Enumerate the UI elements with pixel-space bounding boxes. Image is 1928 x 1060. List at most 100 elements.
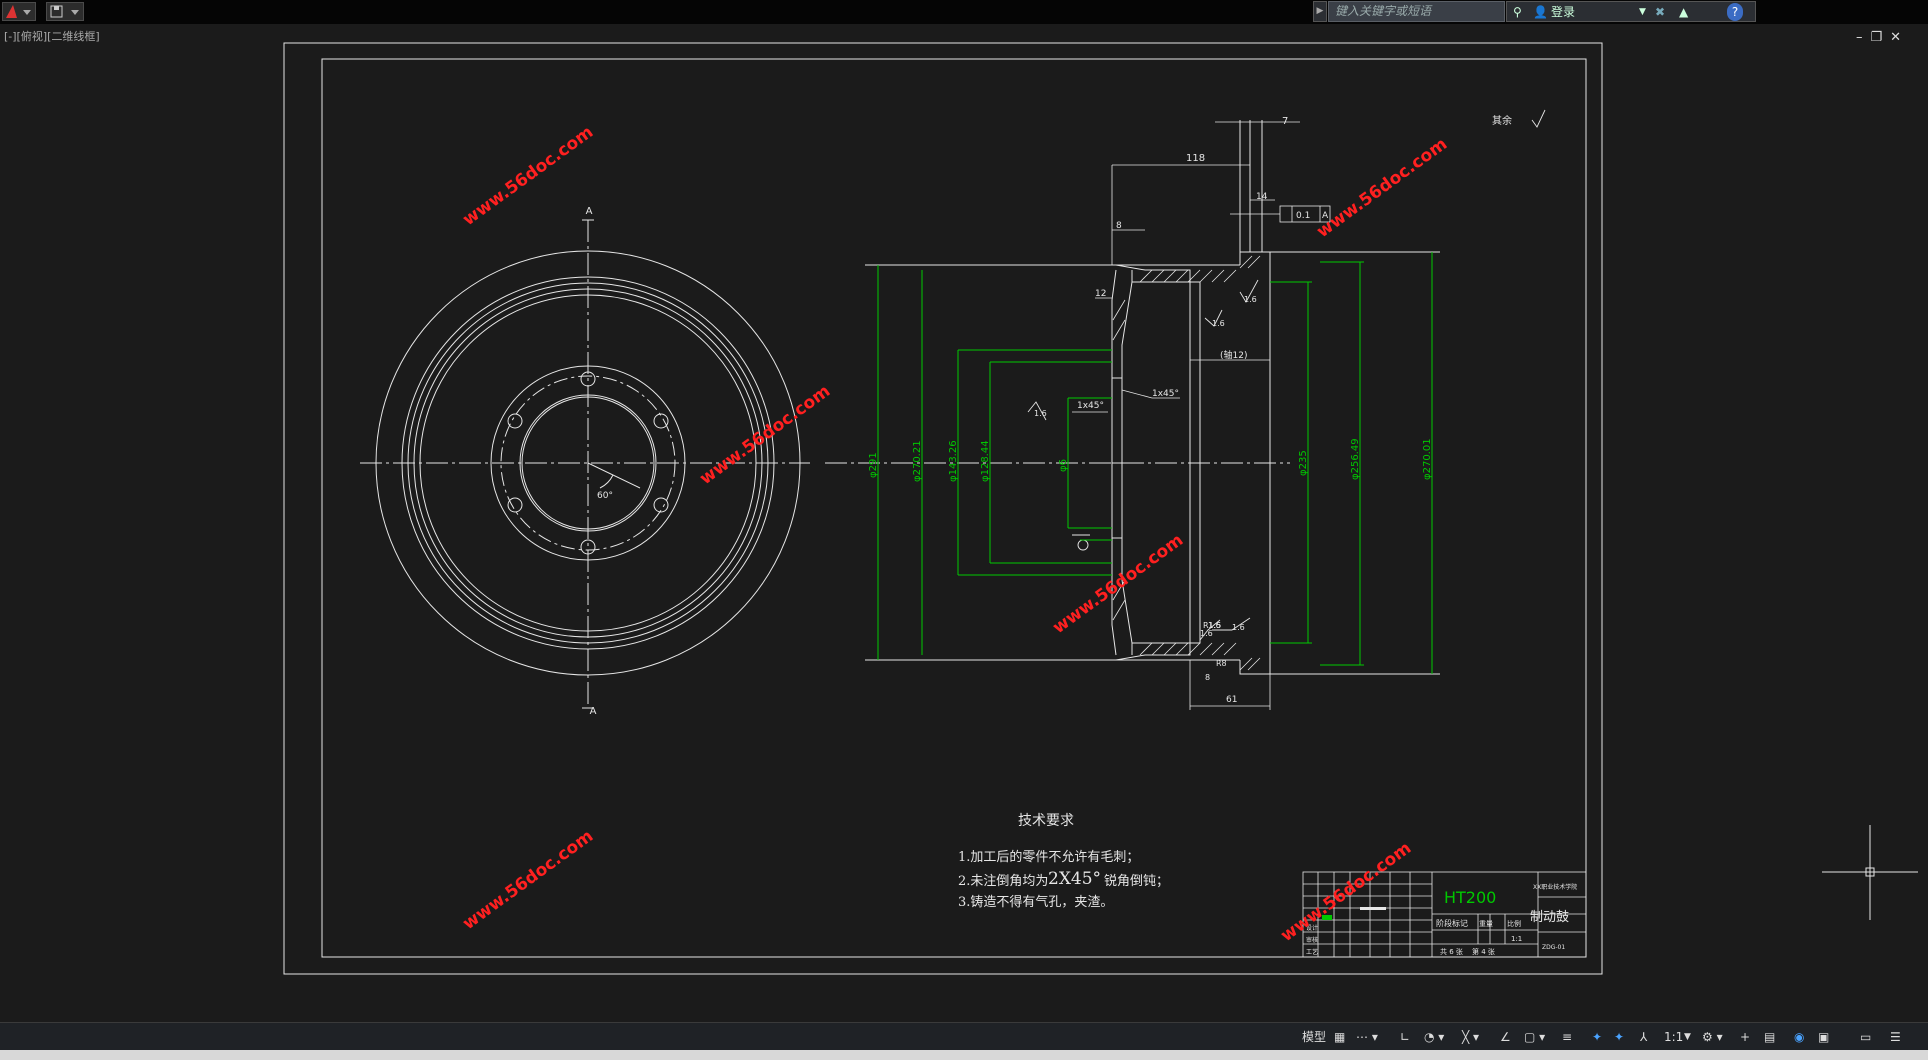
scale-dropdown-icon[interactable]: ▼ — [1684, 1032, 1691, 1042]
title-block — [1302, 871, 1587, 958]
dia-235: φ235 — [1298, 450, 1309, 476]
chamfer-note-1: 1x45° — [1152, 389, 1179, 399]
sheet-count: 共 6 张 — [1440, 947, 1463, 956]
ortho-icon[interactable]: ∟ — [1400, 1030, 1411, 1044]
top-dimensions — [1072, 121, 1331, 710]
section-hatching — [1112, 255, 1261, 671]
bottom-strip — [0, 1050, 1928, 1060]
dim-118: 118 — [1186, 153, 1205, 164]
roughness-rest-label: 其余 — [1492, 114, 1512, 127]
select-icon[interactable]: ▢ ▾ — [1524, 1030, 1546, 1044]
annotation-icon[interactable]: ✦ — [1592, 1030, 1603, 1044]
dia-256-49: φ256.49 — [1350, 438, 1361, 480]
sheet-number: 第 4 张 — [1472, 947, 1495, 956]
window-controls[interactable]: –❐✕ — [1856, 30, 1910, 45]
snap-icon[interactable]: ⋯ ▾ — [1356, 1030, 1378, 1044]
plus-icon[interactable]: + — [1740, 1030, 1751, 1044]
chamfer-note-2: 1x45° — [1077, 401, 1104, 411]
search-expand-button[interactable]: ▶ — [1313, 1, 1327, 22]
status-bar: 模型 ▦ ⋯ ▾ ∟ ◔ ▾ ╳ ▾ ∠ ▢ ▾ ≡ ✦ ✦ ⅄ 1:1 ▼ ⚙… — [0, 1022, 1928, 1051]
requirement-2c: 锐角倒钝； — [1104, 874, 1169, 889]
viewport-controls[interactable]: [-][俯视][二维线框] — [4, 30, 100, 43]
infocenter-tools: ⚲ 👤 登录 ▼ ✖ ▲ ? — [1506, 1, 1756, 22]
app-menu-button[interactable] — [2, 2, 36, 21]
section-view — [825, 120, 1440, 675]
dia-128-44: φ128.44 — [980, 440, 991, 482]
dim-8: 8 — [1116, 221, 1122, 231]
angle-icon[interactable]: ∠ — [1500, 1030, 1511, 1044]
dim-r8: R8 — [1216, 659, 1227, 668]
drawing-number: ZDG-01 — [1542, 944, 1565, 951]
dia-291: φ291 — [868, 452, 879, 478]
user-icon[interactable]: 👤 — [1533, 5, 1548, 19]
polar-icon[interactable]: ◔ ▾ — [1424, 1030, 1445, 1044]
roughness-16d: 1.6 — [1232, 623, 1245, 632]
dia-270-21: φ270.21 — [912, 440, 923, 482]
checker-label: 审核 — [1306, 936, 1318, 944]
isolate-icon[interactable]: ◉ — [1794, 1030, 1805, 1044]
watermark-1: www.56doc.com — [459, 122, 597, 230]
a360-icon[interactable]: ▲ — [1679, 5, 1689, 19]
save-icon — [50, 5, 79, 18]
title-block-bar — [1360, 907, 1386, 910]
gear-icon[interactable]: ⚙ ▾ — [1702, 1030, 1723, 1044]
material-label: HT200 — [1444, 888, 1496, 907]
watermark-3: www.56doc.com — [696, 381, 834, 489]
login-dropdown-icon[interactable]: ▼ — [1639, 7, 1646, 17]
exchange-icon[interactable]: ✖ — [1655, 5, 1666, 19]
dia-6: φ6 — [1058, 459, 1069, 472]
dim-8b: 8 — [1205, 673, 1210, 682]
binoculars-icon[interactable]: ⚲ — [1513, 5, 1522, 19]
dim-r15: R1.5 — [1203, 621, 1221, 630]
lineweight-icon[interactable]: ≡ — [1562, 1030, 1573, 1044]
roughness-16c: 1.6 — [1034, 409, 1047, 418]
quick-access-button[interactable] — [46, 2, 84, 21]
hole-note: (轴12) — [1220, 349, 1247, 361]
roughness-16f: 1.6 — [1200, 629, 1213, 638]
menu-icon[interactable]: ☰ — [1890, 1030, 1901, 1044]
requirement-2a: 2.未注倒角均为 — [958, 874, 1048, 889]
osnap-icon[interactable]: ╳ ▾ — [1462, 1030, 1480, 1044]
process-label: 工艺 — [1306, 948, 1318, 956]
roughness-16e: 1.6 — [1208, 621, 1221, 630]
watermark-5: www.56doc.com — [459, 826, 597, 934]
angle-60: 60° — [597, 491, 613, 501]
section-mark-bottom: A — [590, 706, 597, 717]
dim-61: 61 — [1226, 695, 1237, 705]
technical-requirements: 技术要求 1.加工后的零件不允许有毛刺； 2.未注倒角均为 2X45° 锐角倒钝… — [958, 813, 1169, 910]
autoscale-icon[interactable]: ⅄ — [1640, 1030, 1648, 1044]
hardware-icon[interactable]: ▣ — [1818, 1030, 1830, 1044]
requirements-title: 技术要求 — [1018, 813, 1074, 829]
tolerance-flatness: 0.1 — [1296, 211, 1310, 221]
dia-270-01: φ270.01 — [1422, 438, 1433, 480]
grid-icon[interactable]: ▦ — [1334, 1030, 1346, 1044]
tolerance-ref: A — [1322, 211, 1329, 221]
sheet-outer-border — [283, 42, 1603, 975]
model-tab[interactable]: 模型 — [1302, 1030, 1327, 1044]
roughness-16a: 1.6 — [1244, 295, 1257, 304]
dia-143-26: φ143.26 — [948, 440, 959, 482]
roughness-16b: 1.6 — [1212, 319, 1225, 328]
green-dimensions — [877, 252, 1433, 674]
annotation-visibility-icon[interactable]: ✦ — [1614, 1030, 1625, 1044]
requirement-3: 3.铸造不得有气孔，夹渣。 — [958, 894, 1113, 910]
annotation-scale[interactable]: 1:1 — [1664, 1030, 1684, 1044]
title-block-mark — [1322, 915, 1332, 920]
dim-12: 12 — [1095, 289, 1106, 299]
requirement-1: 1.加工后的零件不允许有毛刺； — [958, 849, 1139, 865]
crosshair-cursor — [1822, 825, 1918, 920]
top-toolbar: ▶ 键入关键字或短语 ⚲ 👤 登录 ▼ ✖ ▲ ? — [0, 0, 1928, 24]
help-button[interactable]: ? — [1727, 3, 1743, 21]
drawing-canvas[interactable]: A A 其余 7 118 14 8 12 0.1 A 1.6 1.6 1.6 1… — [0, 0, 1928, 1022]
watermark-2: www.56doc.com — [1313, 134, 1451, 242]
sheet-inner-border — [321, 58, 1587, 958]
school-name: XX职业技术学院 — [1533, 883, 1577, 891]
dim-14: 14 — [1256, 192, 1268, 202]
login-button[interactable]: 登录 — [1551, 5, 1576, 19]
section-mark-top: A — [586, 206, 593, 217]
stage-label: 阶段标记 — [1436, 918, 1468, 928]
search-input[interactable]: 键入关键字或短语 — [1328, 1, 1505, 22]
units-icon[interactable]: ▤ — [1764, 1030, 1776, 1044]
clean-screen-icon[interactable]: ▭ — [1860, 1030, 1872, 1044]
front-view — [360, 219, 810, 709]
